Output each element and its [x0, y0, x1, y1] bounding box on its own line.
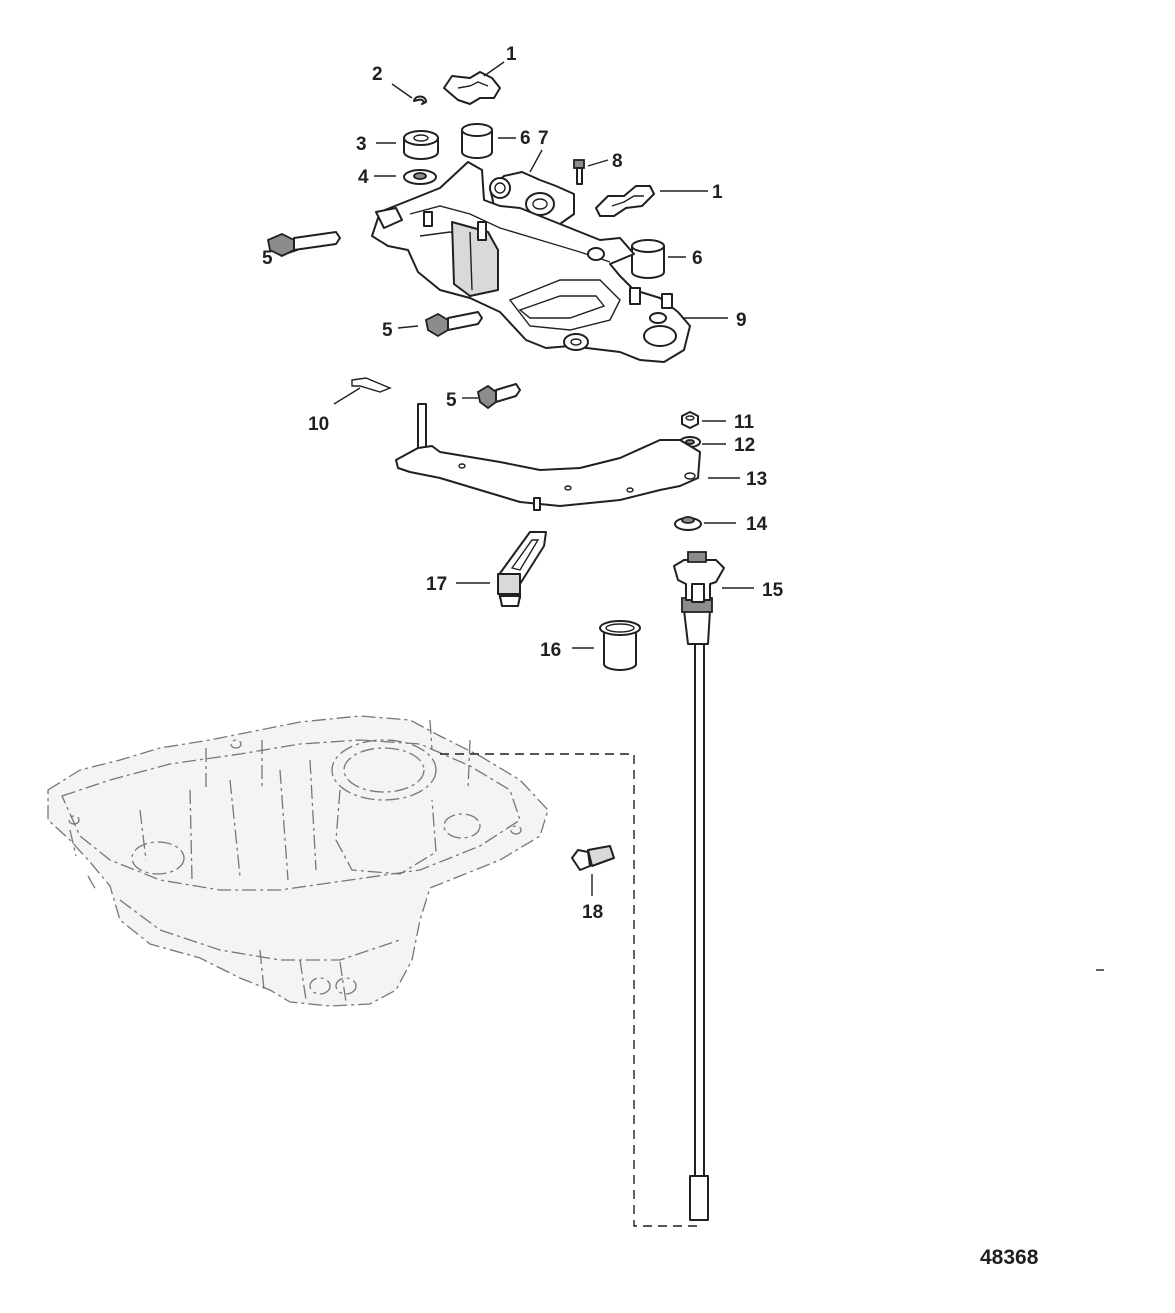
callout-11: 11	[734, 412, 755, 433]
leader-lines	[279, 61, 754, 896]
part-8-screw	[573, 159, 585, 185]
callout-2: 2	[372, 64, 383, 85]
callout-1-top: 1	[506, 44, 517, 65]
callout-3: 3	[356, 134, 367, 155]
part-6-sleeve-top	[461, 123, 493, 159]
part-16-bushing	[599, 620, 641, 671]
part-5-bolt-middle	[424, 311, 483, 338]
part-1-clip-top	[443, 71, 501, 105]
part-5-bolt-lower	[476, 383, 521, 410]
callout-labels: 1 2 3 4 6 7 8 1 6 5 5 9 10 5 11 12 13 14…	[262, 44, 784, 923]
part-15-shift-rod	[673, 551, 725, 1221]
figure-number: 48368	[980, 1246, 1039, 1269]
callout-10: 10	[308, 414, 329, 435]
callout-16: 16	[540, 640, 561, 661]
callout-13: 13	[746, 469, 767, 490]
callout-5-left: 5	[262, 248, 273, 269]
part-14-bushing	[674, 516, 702, 531]
part-9-bracket	[371, 161, 691, 363]
callout-6-right: 6	[692, 248, 703, 269]
callout-4: 4	[358, 167, 369, 188]
part-4-washer	[403, 169, 437, 185]
part-13-link-plate	[395, 403, 701, 511]
part-1-clip-right	[595, 185, 655, 217]
part-5-bolt-left	[266, 231, 341, 258]
part-11-nut	[681, 411, 699, 429]
callout-5-lower: 5	[446, 390, 457, 411]
callout-5-middle: 5	[382, 320, 393, 341]
callout-12: 12	[734, 435, 755, 456]
callout-8: 8	[612, 151, 623, 172]
callout-17: 17	[426, 574, 447, 595]
routing-dashed-line	[440, 753, 700, 1227]
part-6-sleeve-right	[631, 239, 665, 279]
phantom-housing	[47, 715, 549, 1007]
callout-18: 18	[582, 902, 603, 923]
callout-14: 14	[746, 514, 768, 535]
part-18-fitting	[571, 845, 615, 871]
callout-15: 15	[762, 580, 784, 601]
part-17-lever	[497, 531, 547, 607]
callout-6-top: 6	[520, 128, 531, 149]
part-3-bushing	[403, 130, 439, 160]
callout-9: 9	[736, 310, 747, 331]
callout-7: 7	[538, 128, 549, 149]
part-2-e-ring	[413, 95, 427, 105]
callout-1-right: 1	[712, 182, 723, 203]
part-10-hairpin	[351, 377, 392, 393]
